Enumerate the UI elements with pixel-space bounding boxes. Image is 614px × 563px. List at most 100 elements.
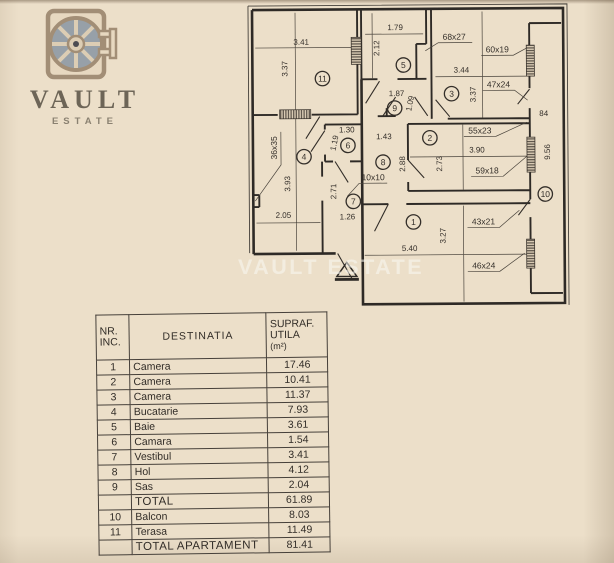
cell-nr: 11 [98,524,133,541]
cell-suprafata: 3.41 [268,446,329,463]
dimension-label: 2.71 [329,183,338,199]
cell-destinatia: TOTAL APARTAMENT [132,537,270,555]
cell-suprafata: 3.61 [267,416,329,433]
cell-nr: 2 [96,374,131,391]
room-number-badge: 11 [314,70,331,87]
cell-suprafata: 81.41 [269,536,331,553]
dimension-label: 2.73 [435,155,444,171]
plan-callout-leaders [255,42,528,272]
dimension-label: 2.12 [372,40,381,56]
vault-door-icon [45,8,118,80]
areas-table-header-row: NR. INC. DESTINATIA SUPRAF. UTILA (m²) [95,311,328,361]
dimension-label: 1.87 [389,89,405,98]
dimension-label: 1.30 [339,125,355,134]
vault-estate-logo: VAULT ESTATE [25,8,145,127]
dimension-label: 1.19 [328,134,340,152]
cell-suprafata: 11.49 [269,521,330,538]
room-number-badge: 8 [375,154,391,171]
header-destinatia: DESTINATIA [129,312,267,360]
dimension-label: 84 [539,109,549,118]
cell-suprafata: 17.46 [266,356,328,373]
room-number-badge: 2 [422,129,438,146]
size-callout-label: 36x35 [269,136,279,160]
room-number: 11 [318,74,327,84]
cell-nr [98,539,133,556]
cell-suprafata: 7.93 [267,401,329,418]
areas-table: NR. INC. DESTINATIA SUPRAF. UTILA (m²) 1… [95,311,331,556]
cell-suprafata: 2.04 [268,476,330,493]
room-number: 4 [302,152,307,162]
cell-suprafata: 61.89 [268,491,330,508]
dimension-label: 3.90 [469,145,485,154]
size-callout-label: 10x10 [362,172,386,182]
size-callout-label: 59x18 [475,165,499,175]
dimension-label: 3.37 [280,60,289,76]
cell-nr: 5 [97,419,131,436]
header-nr-inc: NR. INC. [95,314,130,361]
cell-nr: 10 [98,509,132,526]
watermark-text: VAULT ESTATE [238,255,425,279]
logo-tagline-text: ESTATE [51,116,119,127]
room-number: 3 [449,89,454,99]
room-number: 8 [381,157,386,167]
size-callout-label: 68x27 [443,32,467,42]
dimension-label: 3.27 [439,227,448,243]
room-number: 6 [346,140,351,150]
size-callout-label: 47x24 [487,79,511,89]
room-number: 5 [401,60,406,70]
dimension-label: 1.09 [404,94,416,112]
room-number: 10 [541,189,551,199]
dimension-label: 2.88 [398,156,407,172]
size-callout-label: 43x21 [472,216,496,226]
dimension-label: 3.44 [454,66,470,75]
room-number-badge: 9 [386,100,403,116]
dimension-label: 3.93 [283,175,292,191]
size-callout-label: 55x23 [468,125,492,135]
room-number: 1 [411,217,416,227]
plan-dimension-lines [255,11,529,302]
cell-nr [98,494,132,511]
cell-nr: 3 [96,389,131,406]
cell-suprafata: 1.54 [267,431,329,448]
cell-nr: 7 [97,449,132,466]
dimension-label: 1.26 [340,212,356,221]
dimension-label: 5.40 [402,244,418,253]
entrance-marker-icon [335,261,359,278]
cell-nr: 9 [98,479,132,496]
cell-suprafata: 8.03 [268,506,330,523]
dimension-label: 3.41 [293,38,309,47]
cell-suprafata: 4.12 [268,461,330,478]
dimension-label: 2.05 [276,211,292,220]
room-number-badge: 7 [345,193,362,210]
window-hatch [525,44,535,77]
window-hatch [279,109,312,120]
logo-brand-text: VAULT [29,85,141,114]
room-number-badge: 5 [395,57,412,73]
room-number-badge: 4 [296,148,312,165]
plan-doors [305,80,531,279]
room-number-badge: 6 [340,137,356,154]
dimension-label: 9.56 [543,144,552,160]
dimension-label: 3.37 [469,86,478,102]
window-hatch [526,238,536,269]
room-number: 7 [351,196,356,206]
size-callout-label: 46x24 [472,260,496,270]
window-hatch [350,36,362,65]
dimension-label: 1.43 [376,132,392,141]
room-number: 2 [427,133,432,143]
cell-suprafata: 11.37 [267,386,329,403]
floor-plan: 3.41 3.37 1.79 2.12 3.44 3.37 1.871.09 1.301.19… [247,3,570,308]
header-suprafata: SUPRAF. UTILA (m²) [266,311,328,358]
dimension-label: 1.79 [387,23,403,32]
plan-labels: 3.41 3.37 1.79 2.12 3.44 3.37 1.871.09 1.301.19… [269,23,554,271]
room-number-badge: 10 [537,186,554,202]
cell-nr: 8 [97,464,132,481]
size-callout-label: 60x19 [486,44,510,54]
cell-nr: 6 [97,434,131,451]
cell-nr: 4 [97,404,131,421]
window-hatch [526,136,536,173]
room-number-badge: 3 [443,85,460,102]
cell-nr: 1 [96,359,130,376]
room-number: 9 [392,103,397,113]
